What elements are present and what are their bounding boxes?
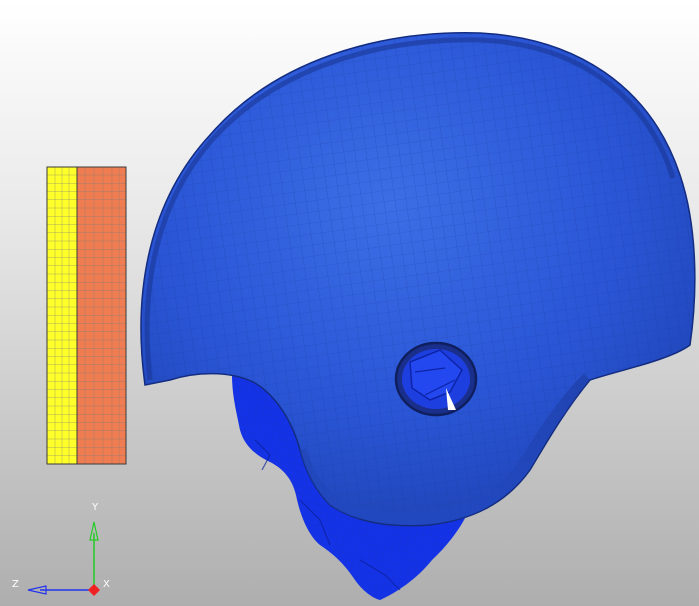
x-axis-point-icon [88,584,100,596]
material-sample-strip[interactable] [46,166,127,465]
z-arrow-icon [27,585,47,595]
z-axis-label: Z [12,579,19,590]
inner-liner[interactable] [232,374,468,600]
y-arrow-icon [89,521,99,541]
y-axis-label: Y [91,502,99,513]
ear-hole [394,341,478,417]
x-axis-label: X [103,579,110,590]
coordinate-triad: Y Z X [12,502,110,596]
helmet-shell[interactable] [100,20,699,560]
